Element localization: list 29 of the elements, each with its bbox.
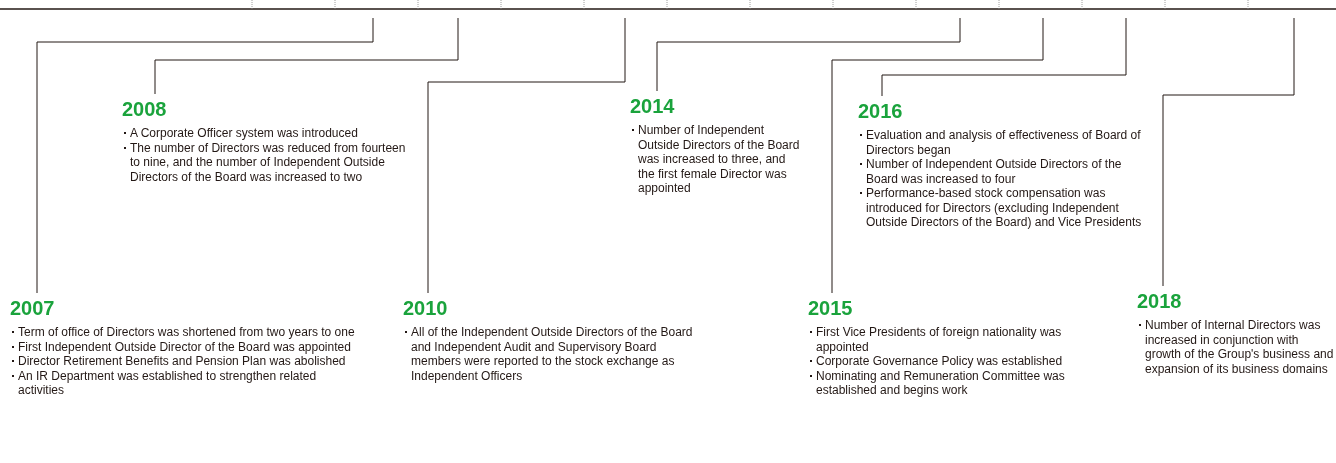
list-item-text: First Independent Outside Director of the Board was appointed (18, 339, 351, 354)
list-item-text: An IR Department was established to strengthen related activities (18, 368, 318, 398)
list-item-text: Performance-based stock compensation was introduced for Directors (excluding Independent Outside Directors of the Board) and Vice Presidents (866, 186, 1143, 230)
year-heading: 2007 (10, 297, 55, 319)
leader-line (36, 17, 374, 294)
list-item-text: A Corporate Officer system was introduced (130, 126, 358, 141)
list-item-text: All of the Independent Outside Directors of the Board and Independent Audit and Supervisory Board members were reported to the stock exchange as Independent Officers (411, 325, 693, 383)
list-item-text: Term of office of Directors was shortened from two years to one (18, 325, 355, 340)
list-item-text: Director Retirement Benefits and Pension Plan was abolished (18, 354, 346, 369)
list-item-text: Number of Independent Outside Directors of the Board was increased to four (866, 157, 1123, 186)
list-item-text: Number of Internal Directors was increased in conjunction with growth of the Group's business and expansion of its business domains (1145, 318, 1335, 376)
year-heading: 2016 (858, 100, 903, 122)
year-heading: 2014 (630, 95, 675, 117)
leader-line (656, 17, 961, 92)
leader-line (427, 17, 626, 294)
list-item-text: The number of Directors was reduced from fourteen to nine, and the number of Independent Outside Directors of the Board was increased to two (130, 140, 407, 184)
list-item-text: Nominating and Remuneration Committee was established and begins work (816, 368, 1066, 398)
year-heading: 2010 (403, 297, 448, 319)
year-heading: 2018 (1137, 290, 1182, 312)
leader-line (154, 17, 459, 95)
list-item-text: Corporate Governance Policy was established (816, 354, 1063, 369)
leader-line (1162, 17, 1295, 287)
leader-line (881, 17, 1127, 97)
list-item-text: Number of Independent Outside Directors of the Board was increased to three, and the first female Director was appointed (638, 123, 800, 196)
list-item-text: Evaluation and analysis of effectiveness of Board of Directors began (866, 128, 1142, 157)
year-heading: 2015 (808, 297, 853, 319)
year-heading: 2008 (122, 98, 167, 120)
leader-line (831, 17, 1044, 294)
list-item-text: First Vice Presidents of foreign nationality was appointed (816, 325, 1063, 354)
